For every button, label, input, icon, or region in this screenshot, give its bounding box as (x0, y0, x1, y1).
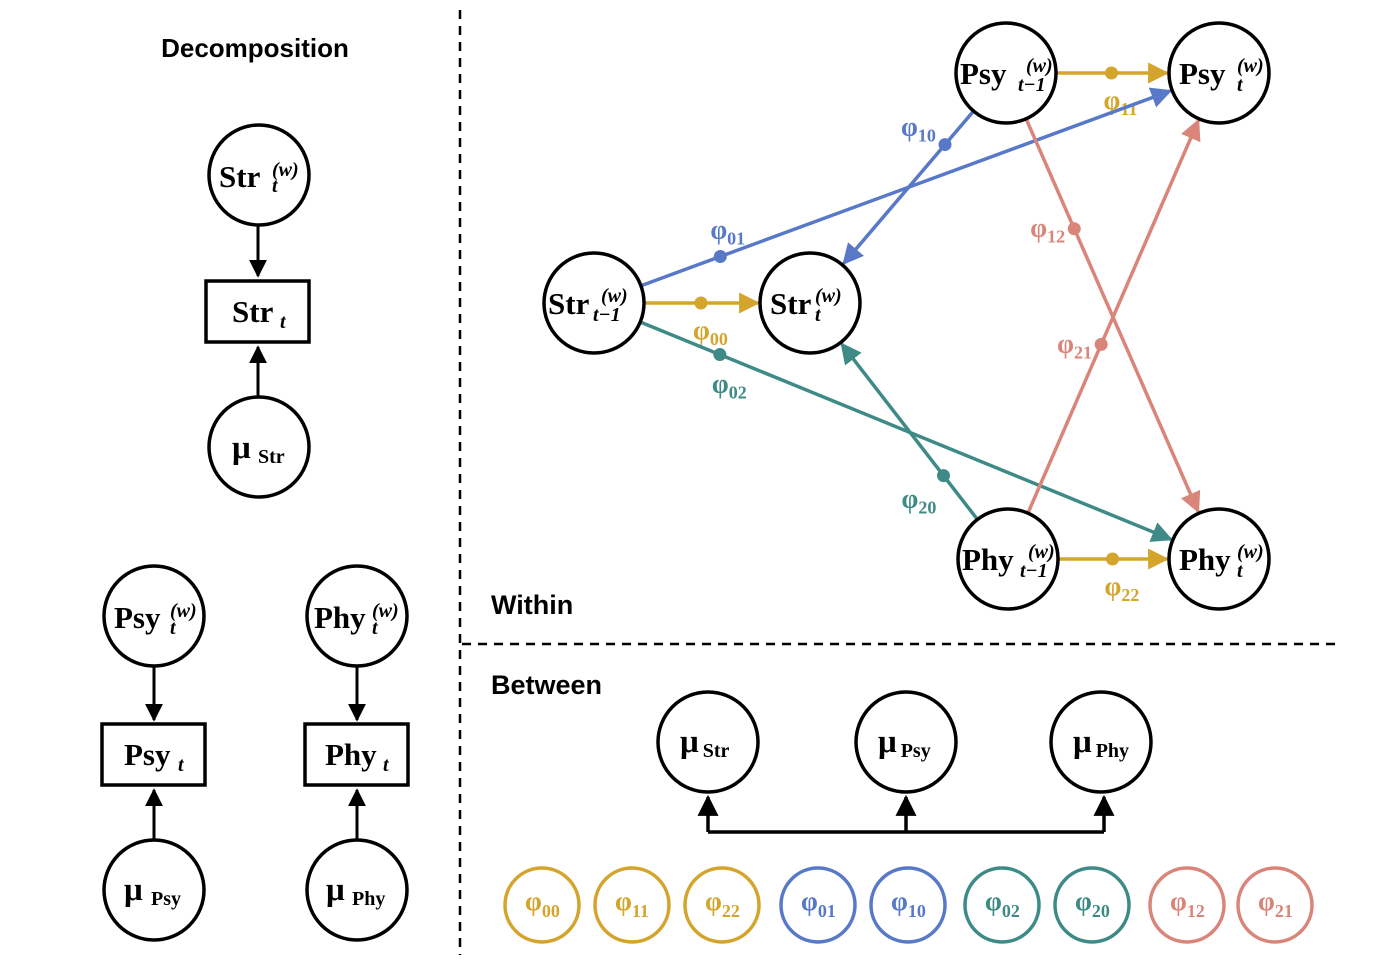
decomp-str-within-node (207, 123, 311, 227)
parameter-label-phi20: φ20 (1075, 886, 1110, 921)
decomp-str-observed-box (204, 279, 311, 344)
node-sub-str-prev: t−1 (593, 304, 621, 326)
path-dot-phi11 (1105, 66, 1118, 80)
decomp-psy-mean-sub: Psy (151, 888, 181, 910)
path-label-phi20: φ20 (902, 484, 937, 518)
decomp-str-observed-sub: t (280, 311, 287, 333)
node-psy-now (1167, 21, 1271, 125)
decomp-psy-mean-mu: μ (124, 872, 143, 908)
path-dot-phi01 (713, 250, 727, 264)
node-sup-psy-prev: (w) (1026, 55, 1053, 77)
node-label-str-prev: Str (548, 286, 590, 321)
decomp-psy-within-node (102, 564, 206, 668)
path-phi02 (639, 320, 1173, 542)
decomp-phy-within-node (305, 564, 409, 668)
parameter-phi12 (1148, 866, 1226, 944)
decomp-phy-mean-node (305, 838, 409, 942)
decomp-psy-within-sup: (w) (170, 600, 197, 622)
decomp-str-within-sub: t (272, 175, 279, 197)
decomposition-title: Decomposition (161, 33, 349, 63)
decomposition-psy-group: Psy (w) t Psy t μ Psy (100, 564, 207, 942)
path-dot-phi00 (694, 296, 708, 310)
node-psy-prev (954, 21, 1058, 125)
path-dot-phi10 (938, 138, 952, 152)
path-phi20 (840, 342, 979, 521)
node-sup-psy-now: (w) (1237, 55, 1264, 77)
node-phy-prev (956, 507, 1060, 611)
parameter-phi10 (869, 866, 947, 944)
decomp-psy-observed-label: Psy (124, 737, 171, 772)
node-phy-now (1167, 507, 1271, 611)
decomp-phy-mean-mu: μ (326, 872, 345, 908)
node-str-now (758, 251, 862, 355)
decomp-str-mean-sub: Str (258, 446, 285, 468)
decomp-phy-within-sub: t (372, 617, 379, 639)
parameter-phi21 (1236, 866, 1314, 944)
node-sub-psy-now: t (1237, 74, 1244, 96)
node-sup-phy-prev: (w) (1028, 541, 1055, 563)
decomp-psy-within-label: Psy (114, 600, 161, 635)
node-label-psy-prev: Psy (960, 56, 1007, 91)
node-sub-phy-prev: t−1 (1020, 560, 1048, 582)
decomp-phy-mean-sub: Phy (352, 888, 385, 910)
path-label-phi02: φ02 (712, 369, 747, 403)
decomp-phy-observed-box (303, 722, 410, 787)
decomp-str-mean-mu: μ (232, 430, 251, 466)
node-label-phy-now: Phy (1179, 542, 1231, 577)
parameter-phi01 (779, 866, 857, 944)
path-dot-phi22 (1106, 552, 1119, 566)
node-sub-str-now: t (815, 304, 822, 326)
path-phi21 (1026, 118, 1201, 514)
path-dot-phi02 (713, 348, 727, 362)
node-str-prev (542, 251, 646, 355)
parameter-phi02 (963, 866, 1041, 944)
between-connector (697, 794, 1115, 834)
decomp-psy-mean-node (102, 838, 206, 942)
node-label-phy-prev: Phy (962, 542, 1014, 577)
between-mean-str (656, 690, 760, 794)
between-label: Between (491, 670, 602, 700)
between-mean-phy (1049, 690, 1153, 794)
path-dot-phi12 (1067, 222, 1081, 236)
decomp-psy-observed-sub: t (178, 754, 185, 776)
path-phi10 (842, 109, 975, 266)
path-label-phi22: φ22 (1105, 571, 1140, 605)
path-label-phi01: φ01 (710, 215, 745, 249)
parameter-phi00 (503, 866, 581, 944)
decomp-str-within-sup: (w) (272, 159, 299, 181)
decomp-psy-within-sub: t (170, 617, 177, 639)
decomp-phy-observed-label: Phy (325, 737, 377, 772)
path-label-phi21: φ21 (1057, 328, 1092, 362)
decomposition-phy-group: Phy (w) t Phy t μ Phy (303, 564, 410, 942)
path-dot-phi21 (1094, 337, 1108, 351)
decomp-str-mean-node (207, 395, 311, 499)
decomp-phy-within-sup: (w) (372, 600, 399, 622)
decomp-str-observed-label: Str (232, 294, 274, 329)
node-sub-phy-now: t (1237, 560, 1244, 582)
decomp-str-within-label: Str (219, 159, 261, 194)
node-sup-phy-now: (w) (1237, 541, 1264, 563)
within-label: Within (491, 590, 573, 620)
node-sub-psy-prev: t−1 (1018, 74, 1046, 96)
decomposition-str-group: Str (w) t Str t μ Str (204, 123, 311, 499)
parameter-phi20 (1053, 866, 1131, 944)
between-mean-psy (854, 690, 958, 794)
path-dot-phi20 (937, 469, 951, 483)
decomp-psy-observed-box (100, 722, 207, 787)
parameter-phi22 (683, 866, 761, 944)
path-label-phi10: φ10 (901, 112, 936, 146)
node-label-str-now: Str (770, 286, 812, 321)
decomp-phy-observed-sub: t (383, 754, 390, 776)
node-sup-str-now: (w) (815, 285, 842, 307)
path-label-phi12: φ12 (1030, 213, 1065, 247)
node-label-psy-now: Psy (1179, 56, 1226, 91)
parameter-phi11 (593, 866, 671, 944)
decomp-phy-within-label: Phy (314, 600, 366, 635)
node-sup-str-prev: (w) (601, 285, 628, 307)
